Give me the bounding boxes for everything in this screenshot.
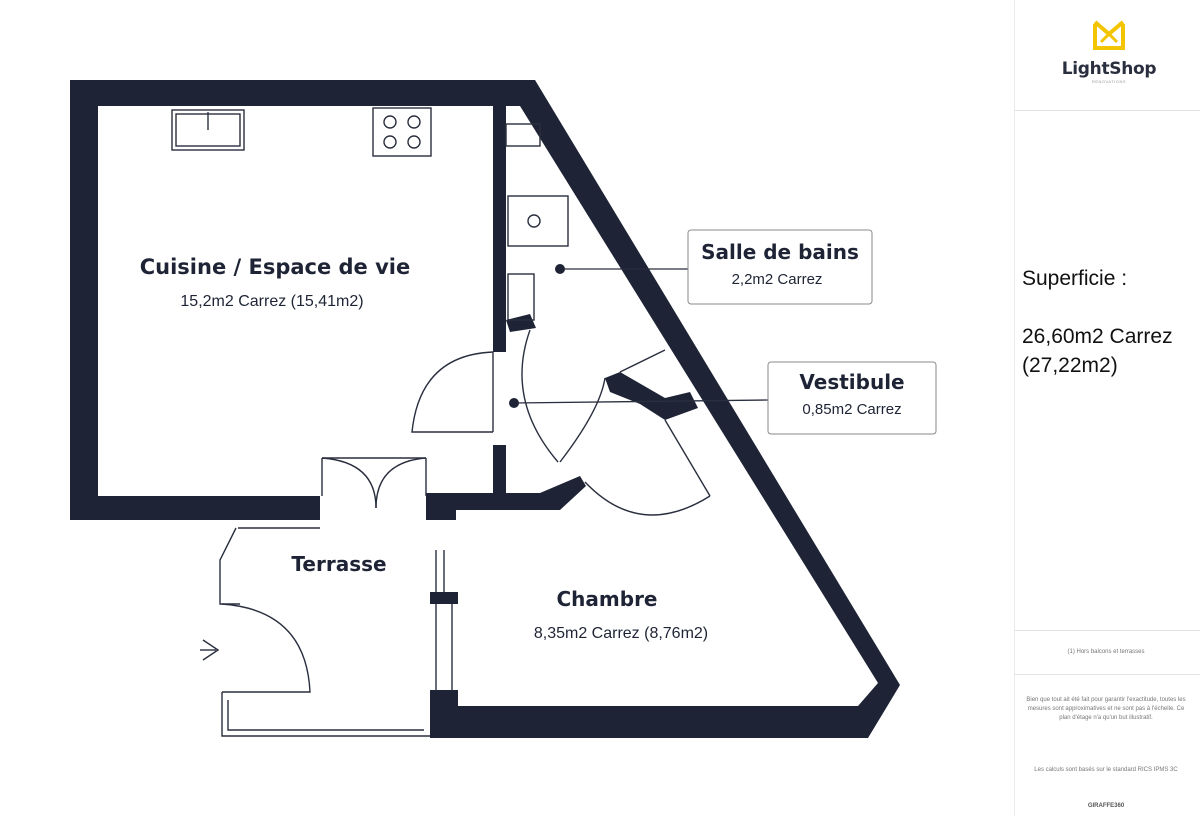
terrace-footnote: (1) Hors balcons et terrasses [1067,649,1145,655]
standard-text: Les calculs sont basés sur le standard R… [1034,767,1178,773]
crown-icon [1093,20,1125,50]
vestibule-door-leaf [664,419,711,497]
bedroom-door-swing [559,377,606,463]
superficie-label: Superficie : [1022,267,1128,290]
bathroom-top-wall [493,106,506,322]
info-sidebar: LightShop RENOVATIONS [1014,0,1200,816]
room-name-salle-de-bains: Salle de bains [701,240,859,264]
logo-text: LightShop [1061,59,1157,79]
kitchen-right-wall [493,322,506,352]
french-door-right [375,457,427,509]
walls [70,80,900,738]
sidebar-divider [1014,110,1200,111]
disclaimer-text: Bien que tout ait été fait pour garantir… [1026,697,1186,721]
terrace-outline-inner [227,700,424,731]
bathroom-door-leaf [619,349,666,373]
cooktop [372,107,432,157]
superficie-total: (27,22m2) [1022,354,1118,377]
vestibule-callout [767,361,937,435]
room-name-vestibule: Vestibule [799,370,904,394]
sidebar-divider [1014,674,1200,675]
shower-tray [505,123,541,147]
credit-text: GIRAFFE360 [1087,803,1125,809]
room-area-salle-de-bains: 2,2m2 Carrez [732,271,823,288]
sidebar-border [1014,0,1015,816]
room-name-terrasse: Terrasse [291,552,386,576]
sidebar-divider [1014,630,1200,631]
cooktop-burner [383,115,397,129]
terrace-outline [221,692,430,737]
bathroom-door-swing [521,329,559,463]
salle-de-bains-marker [555,264,565,274]
bedroom-top-wall [426,476,586,520]
room-area-vestibule: 0,85m2 Carrez [802,401,901,418]
superficie-carrez: 26,60m2 Carrez [1022,325,1173,348]
vestibule-wall [605,372,698,420]
terrace-outline [219,527,240,605]
superficie-summary: Superficie : 26,60m2 Carrez (27,22m2) [1022,264,1200,380]
washbasin [507,195,569,247]
brand-logo: LightShop RENOVATIONS [1054,18,1164,84]
room-name-chambre: Chambre [557,587,658,611]
logo-subtitle: RENOVATIONS [1091,79,1127,84]
room-name-cuisine: Cuisine / Espace de vie [140,255,411,279]
french-door-left [321,457,377,509]
sink [171,109,245,151]
kitchen-lower-wall [493,445,506,500]
toilet [507,273,535,321]
cooktop-burner [383,135,397,149]
terrace-divider-post [430,592,458,604]
terrace-divider-base [430,690,458,738]
vestibule-marker [509,398,519,408]
vestibule-door-swing [584,481,711,516]
washbasin-drain [527,214,541,228]
kitchen-door-swing [411,351,494,433]
floor-plan: Cuisine / Espace de vie 15,2m2 Carrez (1… [70,80,937,738]
room-area-chambre: 8,35m2 Carrez (8,76m2) [534,625,708,642]
terrace-door-swing [221,603,311,693]
room-area-cuisine: 15,2m2 Carrez (15,41m2) [180,293,363,310]
entrance-arrow-icon [202,639,220,661]
salle-de-bains-callout [687,229,873,305]
cooktop-burner [407,135,421,149]
room-label-leaders [513,268,769,404]
cooktop-burner [407,115,421,129]
bathroom-partition [506,314,536,332]
